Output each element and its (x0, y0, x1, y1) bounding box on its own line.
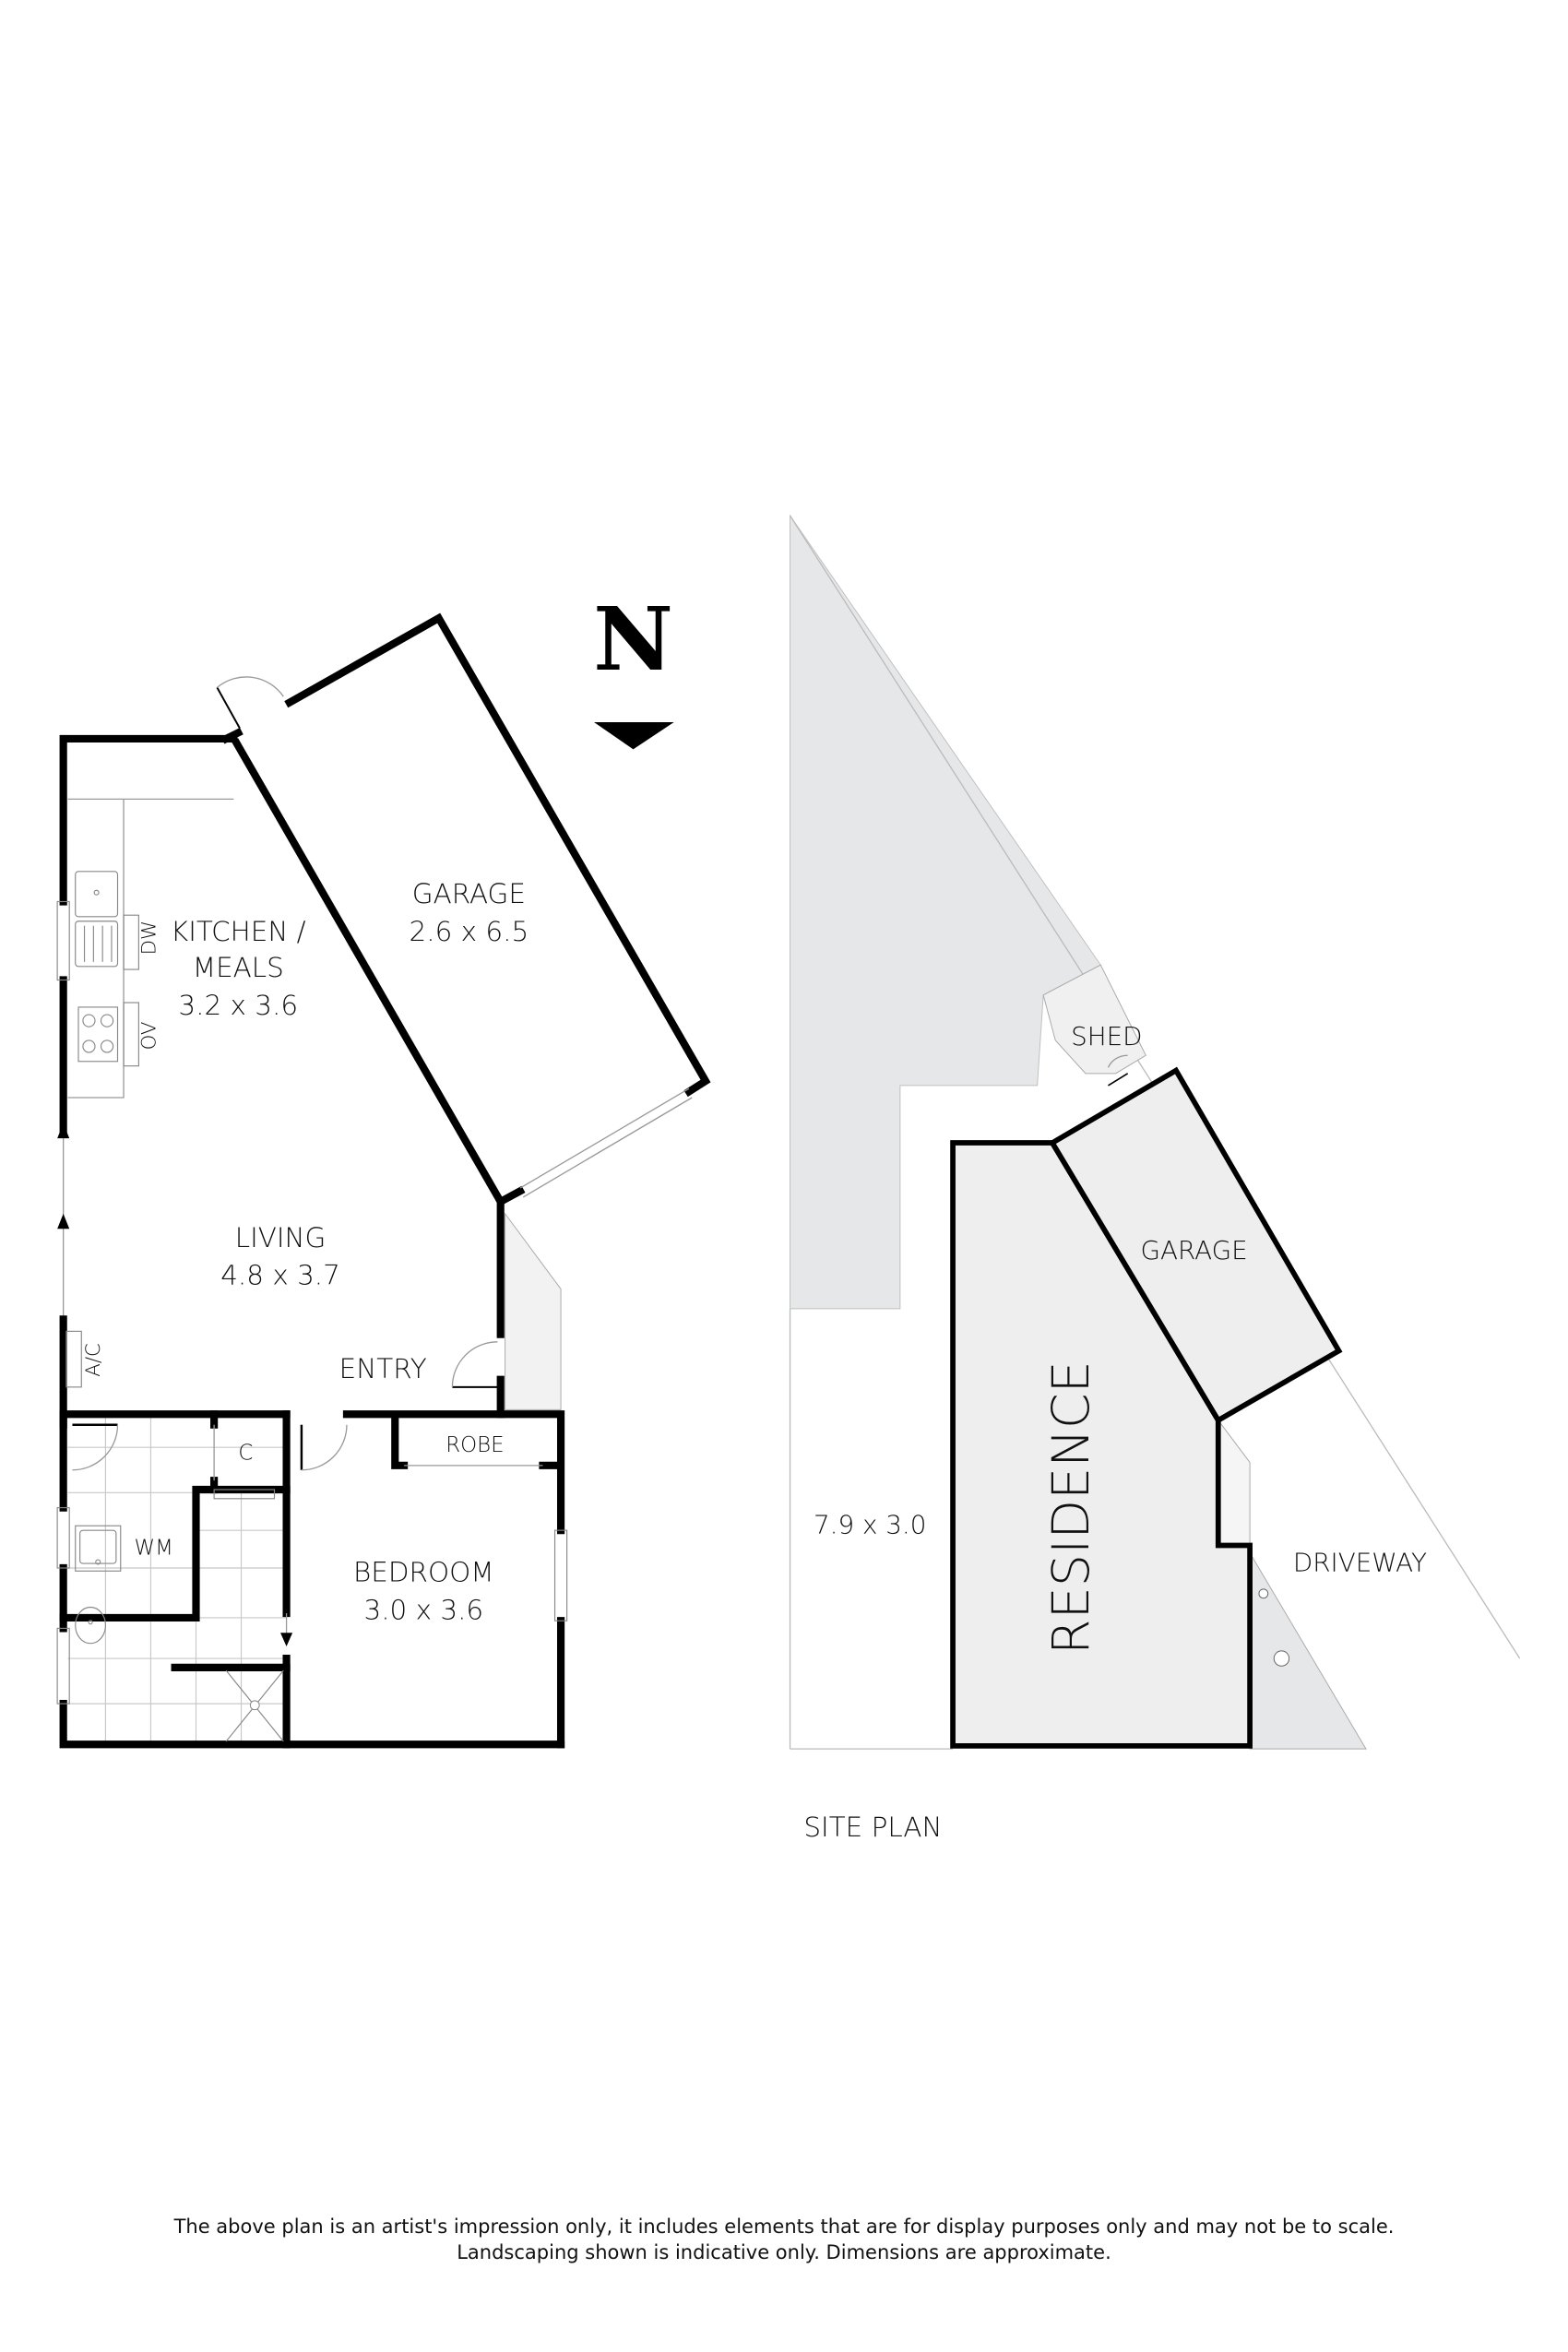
bathroom-tiles (67, 1417, 287, 1741)
garage-dims: 2.6 x 6.5 (410, 916, 529, 947)
kitchen-dims: 3.2 x 3.6 (178, 990, 298, 1021)
disclaimer-line-1: The above plan is an artist's impression… (173, 2215, 1395, 2238)
living-dims: 4.8 x 3.7 (220, 1260, 340, 1291)
bedroom-dims: 3.0 x 3.6 (364, 1595, 484, 1626)
north-label: N (593, 588, 673, 691)
driveway-label: DRIVEWAY (1293, 1547, 1427, 1577)
oven-label: OV (137, 1022, 160, 1051)
north-arrow-icon: N (593, 588, 674, 750)
living-label: LIVING (235, 1222, 327, 1253)
robe-label: ROBE (445, 1433, 504, 1457)
cooktop-icon (77, 1006, 119, 1063)
shrub-icon (1258, 1588, 1290, 1667)
residence-label: RESIDENCE (1041, 1360, 1101, 1655)
kitchen-label: KITCHEN / (171, 916, 306, 947)
laundry-trough-icon (75, 1525, 122, 1572)
kitchen-label-2: MEALS (193, 952, 284, 983)
disclaimer-line-2: Landscaping shown is indicative only. Di… (457, 2241, 1111, 2263)
shower-icon (225, 1669, 284, 1742)
garage-label: GARAGE (412, 878, 526, 909)
shed-label: SHED (1071, 1021, 1142, 1051)
bedroom-label: BEDROOM (353, 1557, 494, 1588)
aircon-label: A/C (82, 1343, 105, 1377)
cupboard-label: C (238, 1441, 253, 1465)
yard-dims-label: 7.9 x 3.0 (814, 1509, 926, 1539)
floor-plan: KITCHEN / MEALS 3.2 x 3.6 GARAGE 2.6 x 6… (56, 612, 711, 1749)
dishwasher-label: DW (137, 921, 160, 955)
site-plan-title: SITE PLAN (803, 1812, 942, 1843)
site-garage-label: GARAGE (1140, 1235, 1247, 1265)
sink-icon (75, 871, 119, 968)
basin-icon (75, 1606, 106, 1645)
entry-label: ENTRY (339, 1353, 427, 1384)
site-plan: SHED GARAGE RESIDENCE 7.9 x 3.0 DRIVEWAY… (789, 514, 1521, 1843)
laundry-label: WM (135, 1536, 173, 1560)
